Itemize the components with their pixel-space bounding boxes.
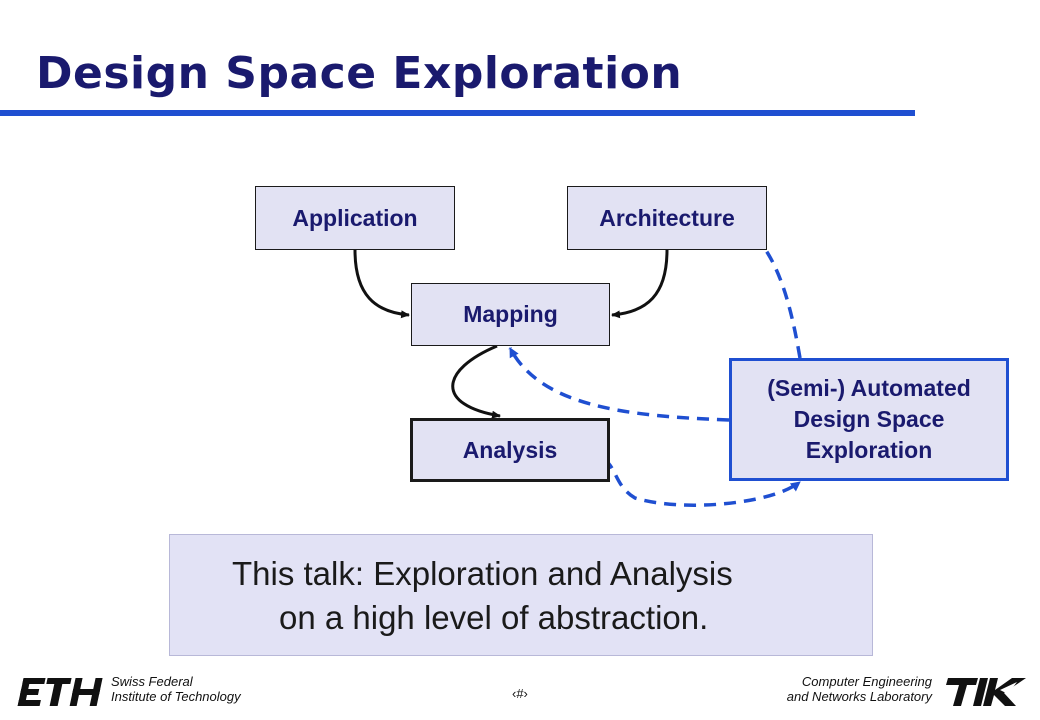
footer-lab-line-2: and Networks Laboratory — [786, 689, 932, 704]
node-mapping-label: Mapping — [463, 301, 558, 327]
node-analysis: Analysis — [410, 418, 610, 482]
node-dse-line-3: Exploration — [805, 437, 933, 463]
title-underline — [0, 110, 915, 116]
footer-institution: Swiss Federal Institute of Technology — [111, 674, 241, 704]
eth-logo — [17, 678, 103, 706]
footer-lab: Computer Engineering and Networks Labora… — [700, 674, 932, 704]
footer-lab-line-1: Computer Engineering — [801, 674, 932, 689]
edge-architecture-to-mapping — [611, 249, 669, 319]
node-architecture: Architecture — [567, 186, 767, 250]
edge-mapping-to-analysis — [451, 344, 501, 419]
talk-summary-line-2: on a high level of abstraction. — [279, 599, 709, 636]
slide-title: Design Space Exploration — [36, 48, 683, 99]
tik-logo — [946, 678, 1026, 706]
node-dse: (Semi-) Automated Design Space Explorati… — [729, 358, 1009, 481]
node-analysis-label: Analysis — [462, 436, 558, 463]
footer-institution-line-2: Institute of Technology — [111, 689, 241, 704]
page-number: ‹#› — [512, 686, 528, 701]
node-application: Application — [255, 186, 455, 250]
footer-institution-line-1: Swiss Federal — [111, 674, 193, 689]
talk-summary-line-1: This talk: Exploration and Analysis — [232, 555, 733, 592]
edge-application-to-mapping — [353, 249, 410, 319]
node-dse-line-1: (Semi-) Automated — [767, 375, 971, 401]
node-architecture-label: Architecture — [599, 204, 735, 231]
node-dse-line-2: Design Space — [793, 406, 945, 432]
edge-dse-to-mapping — [508, 347, 730, 422]
talk-summary-box: This talk: Exploration and Analysis on a… — [169, 534, 873, 656]
node-application-label: Application — [292, 204, 418, 231]
node-mapping: Mapping — [411, 283, 610, 346]
